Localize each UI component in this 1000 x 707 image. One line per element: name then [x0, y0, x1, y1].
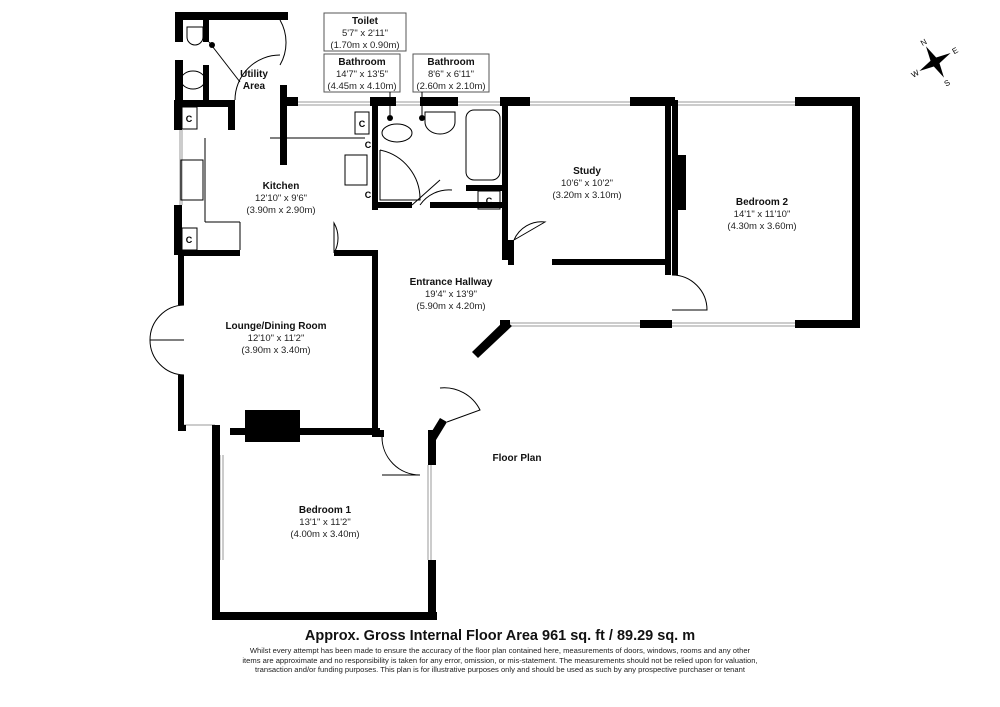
compass-w: W: [910, 68, 921, 80]
bedroom2-metric: (4.30m x 3.60m): [727, 221, 796, 232]
disclaimer-text: Whilst every attempt has been made to en…: [242, 646, 758, 675]
bathroom-small-name: Bathroom: [427, 57, 474, 68]
cupboard-label: C: [365, 190, 372, 200]
cupboard-label: C: [186, 235, 193, 245]
bathroom-main-imperial: 14'7" x 13'5": [336, 69, 388, 80]
floor-plan-label: Floor Plan: [493, 453, 542, 464]
shower: [379, 149, 421, 201]
hallway-metric: (5.90m x 4.20m): [416, 301, 485, 312]
bathroom-small-imperial: 8'6" x 6'11": [428, 69, 474, 80]
toilet-name: Toilet: [352, 16, 379, 27]
bedroom1-imperial: 13'1" x 11'2": [299, 517, 350, 528]
kitchen-imperial: 12'10" x 9'6": [255, 193, 307, 204]
bathroom-main-metric: (4.45m x 4.10m): [327, 81, 396, 92]
bathtub: [465, 109, 501, 181]
lounge-imperial: 12'10" x 11'2": [248, 333, 305, 344]
cupboard-label: C: [486, 196, 493, 206]
toilet-metric: (1.70m x 0.90m): [330, 40, 399, 51]
study-imperial: 10'6" x 10'2": [561, 178, 613, 189]
utility-name-1: Utility: [240, 69, 268, 80]
study-metric: (3.20m x 3.10m): [552, 190, 621, 201]
bedroom1-name: Bedroom 1: [299, 505, 352, 516]
toilet-imperial: 5'7" x 2'11": [342, 28, 388, 39]
cupboard-label: C: [186, 114, 193, 124]
hob: [344, 154, 368, 186]
sink: [180, 159, 204, 201]
room-labels: Toilet 5'7" x 2'11" (1.70m x 0.90m) Bath…: [225, 12, 797, 540]
compass-s: S: [943, 78, 952, 88]
floor-area-heading: Approx. Gross Internal Floor Area 961 sq…: [304, 628, 696, 644]
bathroom-main-name: Bathroom: [338, 57, 385, 68]
compass-e: E: [951, 46, 960, 56]
basin: [424, 111, 456, 135]
footer: Approx. Gross Internal Floor Area 961 sq…: [240, 628, 760, 675]
cupboard-label: C: [365, 140, 372, 150]
kitchen-name: Kitchen: [263, 181, 300, 192]
kitchen-metric: (3.90m x 2.90m): [246, 205, 315, 216]
lounge-name: Lounge/Dining Room: [225, 321, 326, 332]
hallway-imperial: 19'4" x 13'9": [425, 289, 477, 300]
walls: [174, 12, 860, 620]
lounge-metric: (3.90m x 3.40m): [241, 345, 310, 356]
bathroom-small-metric: (2.60m x 2.10m): [416, 81, 485, 92]
wc: [381, 123, 413, 143]
toilet-basin: [186, 26, 204, 46]
hallway-name: Entrance Hallway: [410, 277, 493, 288]
fixtures: [180, 26, 501, 201]
utility-name-2: Area: [243, 81, 266, 92]
compass-n: N: [919, 37, 929, 48]
compass-icon: N S E W: [910, 37, 960, 88]
bedroom2-imperial: 14'1" x 11'10": [734, 209, 791, 220]
study-name: Study: [573, 166, 601, 177]
bedroom1-metric: (4.00m x 3.40m): [290, 529, 359, 540]
bedroom2-name: Bedroom 2: [736, 197, 789, 208]
doors: [149, 19, 708, 476]
cupboards: C C C C C C: [181, 106, 501, 251]
cupboard-label: C: [359, 119, 366, 129]
wc-toilet: [180, 70, 206, 90]
